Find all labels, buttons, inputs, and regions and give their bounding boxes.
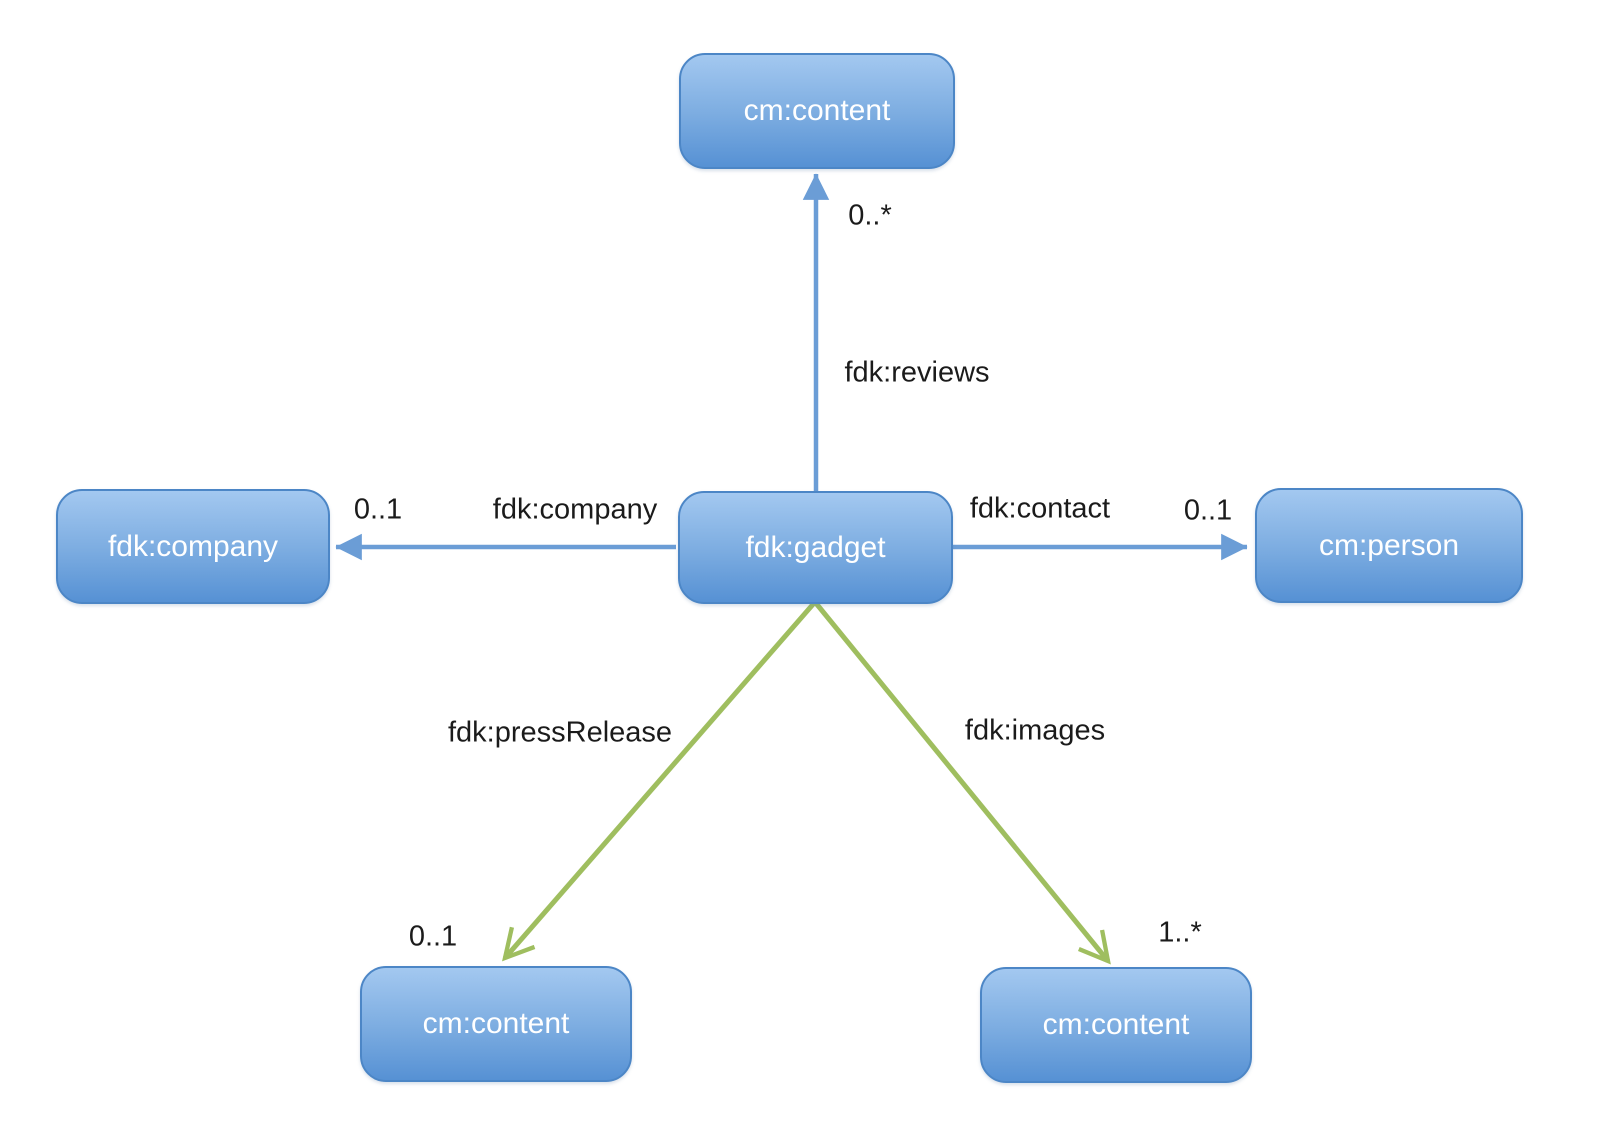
node-label: fdk:gadget xyxy=(745,530,886,564)
label-fdk-reviews: fdk:reviews xyxy=(844,356,990,389)
node-label: cm:person xyxy=(1318,528,1460,562)
node-cm-content-images: cm:content xyxy=(980,967,1252,1083)
multiplicity-company: 0..1 xyxy=(353,493,403,526)
node-cm-person: cm:person xyxy=(1255,488,1523,603)
label-fdk-images: fdk:images xyxy=(964,714,1106,747)
edge-images-line xyxy=(813,600,1111,965)
multiplicity-press-release: 0..1 xyxy=(408,920,458,953)
edge-press-release-line xyxy=(502,600,817,962)
node-label: fdk:company xyxy=(107,529,279,563)
label-fdk-contact: fdk:contact xyxy=(969,492,1111,525)
label-fdk-company: fdk:company xyxy=(492,493,658,526)
multiplicity-images: 1..* xyxy=(1158,916,1202,949)
node-label: cm:content xyxy=(422,1007,570,1040)
label-fdk-press-release: fdk:pressRelease xyxy=(447,716,673,749)
node-label: cm:content xyxy=(743,94,891,127)
node-fdk-gadget: fdk:gadget xyxy=(678,491,953,604)
node-cm-content-reviews: cm:content xyxy=(679,53,955,169)
node-cm-content-press-release: cm:content xyxy=(360,966,632,1082)
node-fdk-company: fdk:company xyxy=(56,489,330,604)
multiplicity-reviews: 0..* xyxy=(848,199,892,232)
multiplicity-contact: 0..1 xyxy=(1183,494,1233,527)
node-label: cm:content xyxy=(1042,1008,1190,1041)
